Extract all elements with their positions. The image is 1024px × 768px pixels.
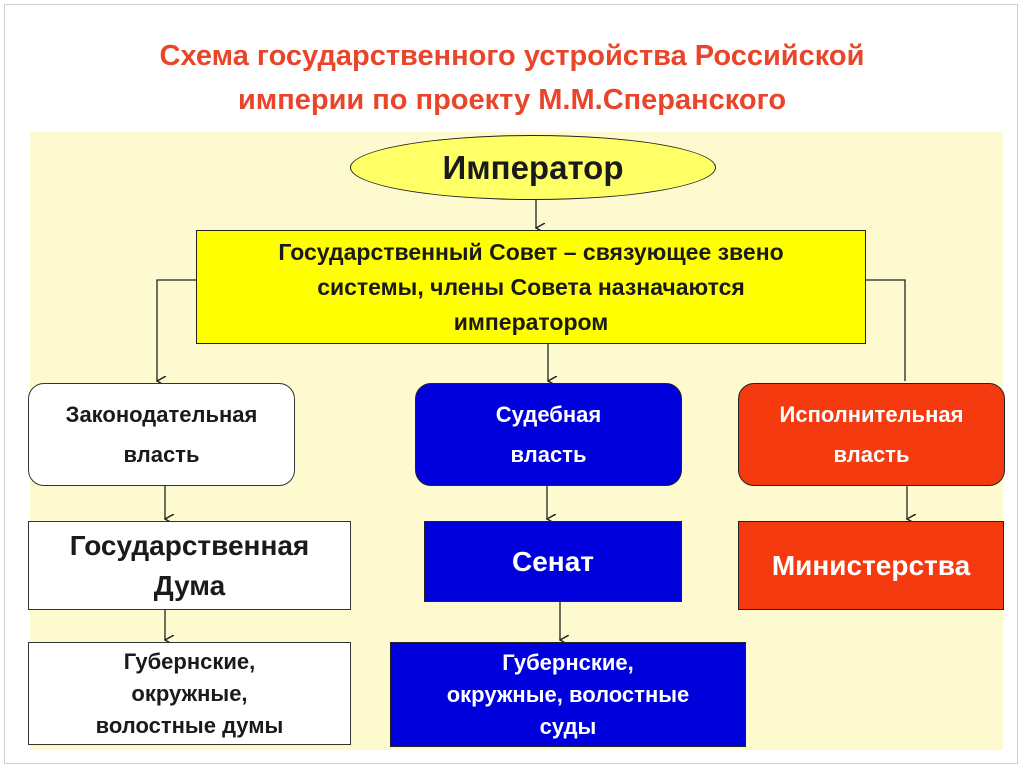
judicial-branch-node: Судебная власть: [415, 383, 682, 486]
local-dumas-node: Губернские, окружные, волостные думы: [28, 642, 351, 745]
ministries-label: Министерства: [771, 549, 971, 581]
senate-label: Сенат: [512, 545, 594, 577]
executive-line2: власть: [833, 441, 910, 467]
slide-frame: [4, 4, 1018, 764]
emperor-node: Император: [350, 135, 716, 200]
state-duma-node: Государственная Дума: [28, 521, 351, 610]
slide-title: Схема государственного устройства Россий…: [60, 34, 964, 122]
local-courts-line1: Губернские,: [502, 649, 634, 675]
local-courts-node: Губернские, окружные, волостные суды: [390, 642, 746, 747]
arrow-council-to-executive: [866, 279, 906, 381]
duma-line2: Дума: [153, 569, 226, 601]
legislative-line1: Законодательная: [65, 401, 258, 427]
emperor-label: Император: [442, 148, 624, 186]
duma-line1: Государственная: [69, 529, 310, 561]
council-line3: императором: [453, 308, 609, 335]
council-line2: системы, члены Совета назначаются: [317, 273, 745, 300]
local-dumas-line1: Губернские,: [123, 648, 256, 674]
council-line1: Государственный Совет – связующее звено: [278, 238, 784, 265]
legislative-line2: власть: [123, 441, 200, 467]
legislative-branch-node: Законодательная власть: [28, 383, 295, 486]
executive-line1: Исполнительная: [779, 401, 964, 427]
judicial-line1: Судебная: [495, 401, 602, 427]
local-courts-line3: суды: [539, 713, 597, 739]
local-courts-line2: окружные, волостные: [446, 681, 690, 707]
slide-title-line1: Схема государственного устройства Россий…: [159, 40, 865, 72]
local-dumas-line2: окружные,: [131, 680, 248, 706]
arrow-council-to-legislative: [157, 279, 196, 381]
slide-title-line2: империи по проекту М.М.Сперанского: [237, 84, 787, 116]
state-council-node: Государственный Совет – связующее звено …: [196, 230, 866, 344]
ministries-node: Министерства: [738, 521, 1004, 610]
judicial-line2: власть: [510, 441, 587, 467]
senate-node: Сенат: [424, 521, 682, 602]
executive-branch-node: Исполнительная власть: [738, 383, 1005, 486]
local-dumas-line3: волостные думы: [95, 712, 284, 738]
